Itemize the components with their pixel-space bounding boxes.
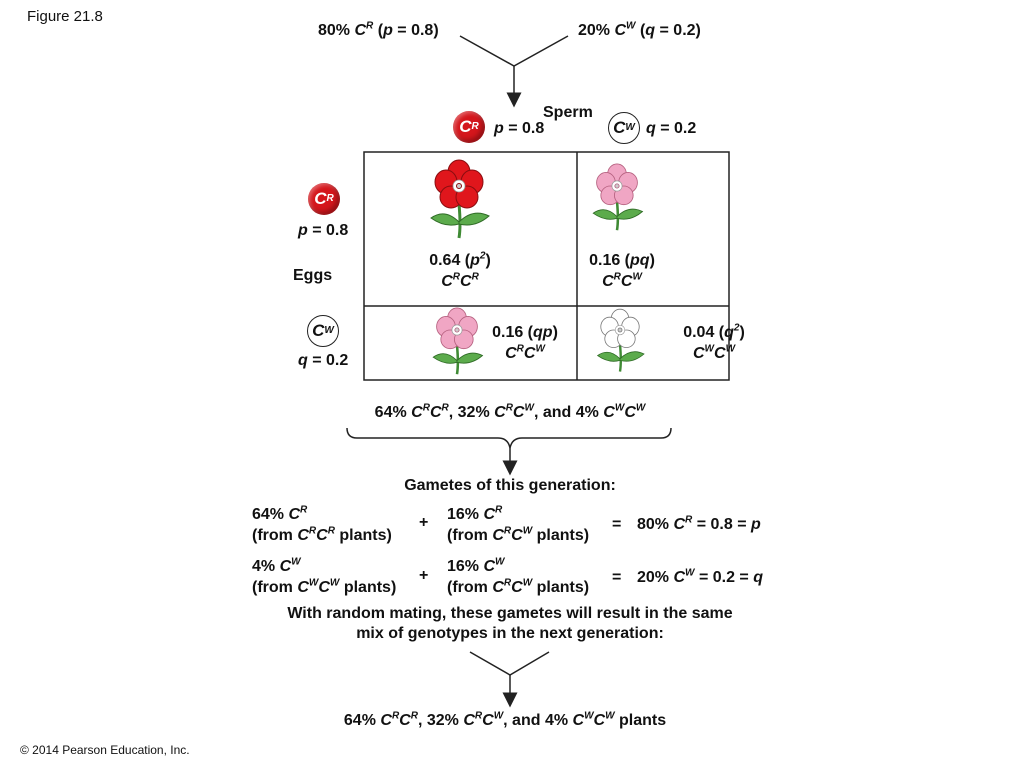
row1-a-pct: 64% CR bbox=[252, 504, 308, 523]
flower-white bbox=[596, 308, 646, 373]
genotype-summary: 64% CRCR, 32% CRCW, and 4% CWCW bbox=[374, 402, 646, 421]
gametes-title: Gametes of this generation: bbox=[404, 477, 616, 494]
egg-p-value: p = 0.8 bbox=[298, 222, 349, 239]
cell-rw-frequency: 0.16 (pq) bbox=[589, 252, 655, 269]
row2-plus: + bbox=[419, 567, 429, 584]
top-left-allele-label: 80% CR (p = 0.8) bbox=[318, 20, 439, 39]
cell-wr-genotype: CRCW bbox=[505, 343, 545, 362]
flower-pink-top bbox=[591, 162, 644, 232]
row1-b-from: (from CRCW plants) bbox=[447, 525, 590, 544]
top-merge-lines bbox=[459, 35, 569, 67]
figure-label: Figure 21.8 bbox=[27, 8, 103, 25]
sperm-q-value: q = 0.2 bbox=[646, 120, 697, 137]
row1-b-pct: 16% CR bbox=[447, 504, 503, 523]
cell-ww-frequency: 0.04 (q2) bbox=[683, 322, 745, 341]
cell-ww-genotype: CWCW bbox=[692, 343, 736, 362]
bottom-merge-lines bbox=[469, 651, 550, 676]
cell-rr-frequency: 0.64 (p2) bbox=[429, 250, 491, 269]
sperm-p-value: p = 0.8 bbox=[494, 120, 545, 137]
punnett-square bbox=[363, 151, 730, 381]
row2-a-from: (from CWCW plants) bbox=[252, 577, 397, 596]
cell-rw-genotype: CRCW bbox=[602, 271, 642, 290]
final-genotype-summary: 64% CRCR, 32% CRCW, and 4% CWCW plants bbox=[343, 710, 667, 729]
eggs-label: Eggs bbox=[293, 267, 333, 284]
sperm-label: Sperm bbox=[543, 104, 593, 121]
row2-b-from: (from CRCW plants) bbox=[447, 577, 590, 596]
top-right-allele-label: 20% CW (q = 0.2) bbox=[578, 20, 701, 39]
random-mating-line-1: With random mating, these gametes will r… bbox=[287, 605, 733, 622]
row2-b-pct: 16% CW bbox=[447, 556, 505, 575]
flower-red bbox=[429, 158, 491, 240]
row2-result: 20% CW = 0.2 = q bbox=[637, 567, 763, 586]
copyright: © 2014 Pearson Education, Inc. bbox=[20, 743, 190, 757]
cell-rr-genotype: CRCR bbox=[441, 271, 479, 290]
summary-brace bbox=[346, 427, 672, 449]
row2-equals: = bbox=[612, 569, 622, 586]
row1-equals: = bbox=[612, 516, 622, 533]
random-mating-line-2: mix of genotypes in the next generation: bbox=[356, 625, 664, 642]
egg-q-value: q = 0.2 bbox=[298, 352, 349, 369]
row1-a-from: (from CRCR plants) bbox=[252, 525, 392, 544]
row2-a-pct: 4% CW bbox=[252, 556, 301, 575]
row1-plus: + bbox=[419, 514, 429, 531]
row1-result: 80% CR = 0.8 = p bbox=[637, 514, 761, 533]
cell-wr-frequency: 0.16 (qp) bbox=[492, 324, 558, 341]
